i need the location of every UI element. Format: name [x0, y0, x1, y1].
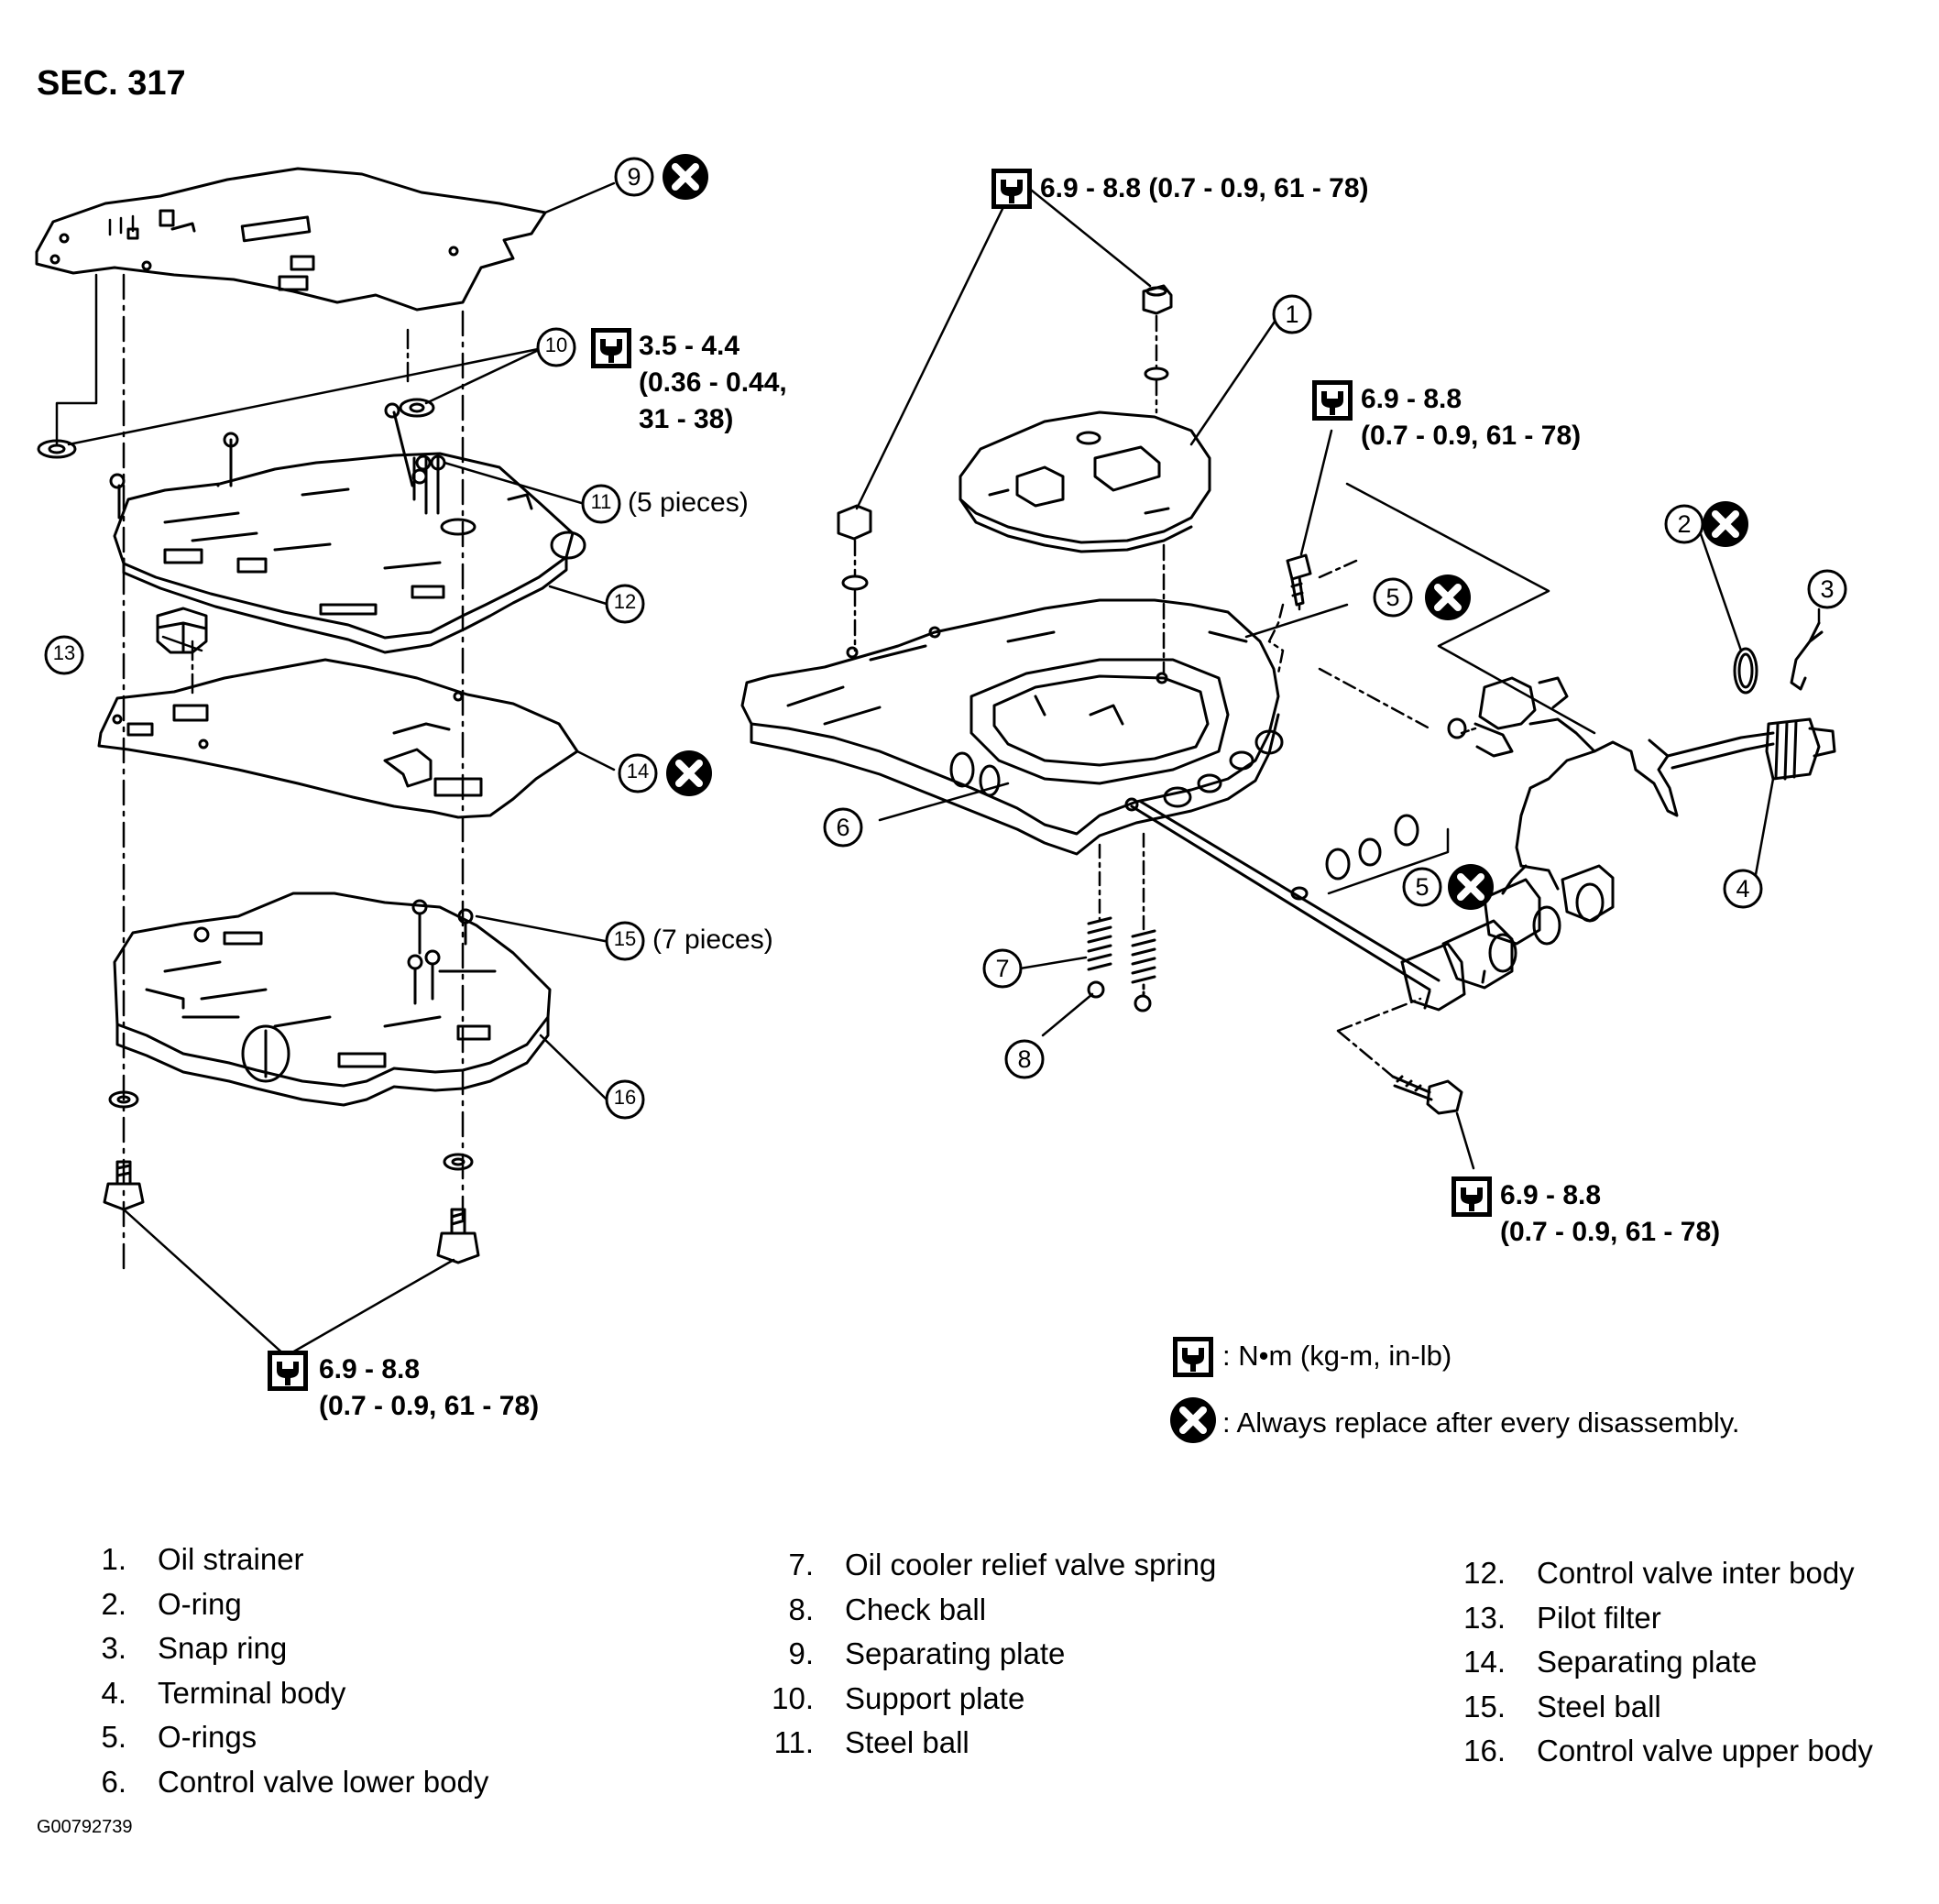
control-valve-upper-body-16 — [113, 892, 552, 1107]
top-nut — [1142, 284, 1173, 315]
callout-12: 12 — [613, 590, 637, 613]
callout-5-lower: 5 — [1415, 873, 1430, 901]
list-item: 15.Steel ball — [1463, 1689, 1661, 1723]
torque-line: 6.9 - 8.8 — [1361, 384, 1462, 414]
figure-code: G00792739 — [37, 1817, 133, 1837]
oil-strainer-1 — [959, 410, 1211, 553]
callout-11: 11 — [590, 490, 612, 513]
list-item: 1.Oil strainer — [101, 1542, 304, 1576]
section-title: SEC. 317 — [37, 64, 186, 103]
torque-line: (0.7 - 0.9, 61 - 78) — [1500, 1217, 1721, 1247]
torque-line: (0.7 - 0.9, 61 - 78) — [319, 1391, 540, 1421]
callout-1: 1 — [1285, 301, 1299, 328]
torque-lower-bolts: 6.9 - 8.8 (0.7 - 0.9, 61 - 78) — [319, 1351, 539, 1425]
callout-8: 8 — [1017, 1045, 1032, 1073]
left-nut — [837, 504, 872, 541]
list-item: 4.Terminal body — [101, 1675, 346, 1710]
list-item: 14.Separating plate — [1463, 1645, 1758, 1679]
torque-line: 6.9 - 8.8 — [1500, 1180, 1602, 1210]
callout-15: 15 — [613, 927, 637, 950]
list-item: 13.Pilot filter — [1463, 1600, 1661, 1635]
callout-2: 2 — [1677, 510, 1692, 538]
list-item: 3.Snap ring — [101, 1631, 288, 1665]
callout-6: 6 — [836, 814, 850, 841]
list-item: 8.Check ball — [788, 1592, 987, 1626]
torque-support-plate: 3.5 - 4.4 (0.36 - 0.44, 31 - 38) — [639, 328, 787, 438]
steel-balls-15 — [193, 899, 474, 1005]
torque-line: 6.9 - 8.8 — [319, 1354, 421, 1384]
separating-plate-14 — [97, 658, 579, 819]
parts-list-col-2: 7.Oil cooler relief valve spring 8.Check… — [761, 1543, 1216, 1766]
relief-valve-springs-7 — [1087, 832, 1156, 984]
list-item: 12.Control valve inter body — [1463, 1556, 1855, 1590]
list-item: 7.Oil cooler relief valve spring — [788, 1548, 1217, 1581]
pieces-note-11: (5 pieces) — [628, 487, 749, 518]
pilot-filter-13 — [156, 607, 208, 654]
list-item: 6.Control valve lower body — [101, 1764, 489, 1799]
torque-right-bolt: 6.9 - 8.8 (0.7 - 0.9, 61 - 78) — [1361, 381, 1581, 454]
control-valve-inter-body-12 — [113, 452, 586, 654]
separating-plate-9 — [35, 167, 547, 312]
right-bolt — [1286, 553, 1312, 607]
callout-7: 7 — [995, 955, 1010, 982]
callout-4: 4 — [1736, 875, 1750, 903]
list-item: 10.Support plate — [772, 1680, 1025, 1715]
torque-line: 3.5 - 4.4 — [639, 331, 740, 361]
callout-16: 16 — [613, 1086, 637, 1109]
callout-5-upper: 5 — [1386, 584, 1400, 611]
list-item: 9.Separating plate — [788, 1636, 1066, 1670]
callout-9: 9 — [627, 163, 641, 191]
control-valve-lower-body-6 — [740, 598, 1284, 856]
exploded-view-diagram — [35, 0, 1847, 1503]
callout-10: 10 — [544, 334, 568, 356]
lower-bolt-right — [436, 1208, 480, 1264]
callout-14: 14 — [626, 760, 650, 782]
torque-top-nut: 6.9 - 8.8 (0.7 - 0.9, 61 - 78) — [1040, 170, 1369, 207]
list-item: 5.O-rings — [101, 1720, 257, 1754]
lower-bolt-left — [103, 1160, 145, 1211]
parts-list-col-3: 12.Control valve inter body 13.Pilot fil… — [1452, 1551, 1873, 1774]
legend-torque-unit: : N•m (kg-m, in-lb) — [1222, 1340, 1452, 1372]
solenoid-harness — [1400, 676, 1836, 1012]
list-item: 11.Steel ball — [773, 1725, 970, 1759]
list-item: 2.O-ring — [101, 1586, 242, 1621]
callout-3: 3 — [1820, 575, 1835, 603]
parts-list-col-1: 1.Oil strainer 2.O-ring 3.Snap ring 4.Te… — [73, 1537, 488, 1804]
torque-solenoid-bolt: 6.9 - 8.8 (0.7 - 0.9, 61 - 78) — [1500, 1177, 1720, 1251]
torque-line: 31 - 38) — [639, 404, 734, 434]
torque-line: 6.9 - 8.8 (0.7 - 0.9, 61 - 78) — [1040, 173, 1369, 203]
steel-balls-11 — [109, 402, 446, 520]
callout-13: 13 — [52, 641, 76, 664]
list-item: 16.Control valve upper body — [1463, 1734, 1873, 1767]
legend-replace: : Always replace after every disassembly… — [1222, 1406, 1740, 1439]
torque-line: (0.7 - 0.9, 61 - 78) — [1361, 421, 1582, 451]
torque-line: (0.36 - 0.44, — [639, 367, 787, 398]
solenoid-bolt — [1391, 1075, 1463, 1115]
pieces-note-15: (7 pieces) — [652, 925, 773, 955]
